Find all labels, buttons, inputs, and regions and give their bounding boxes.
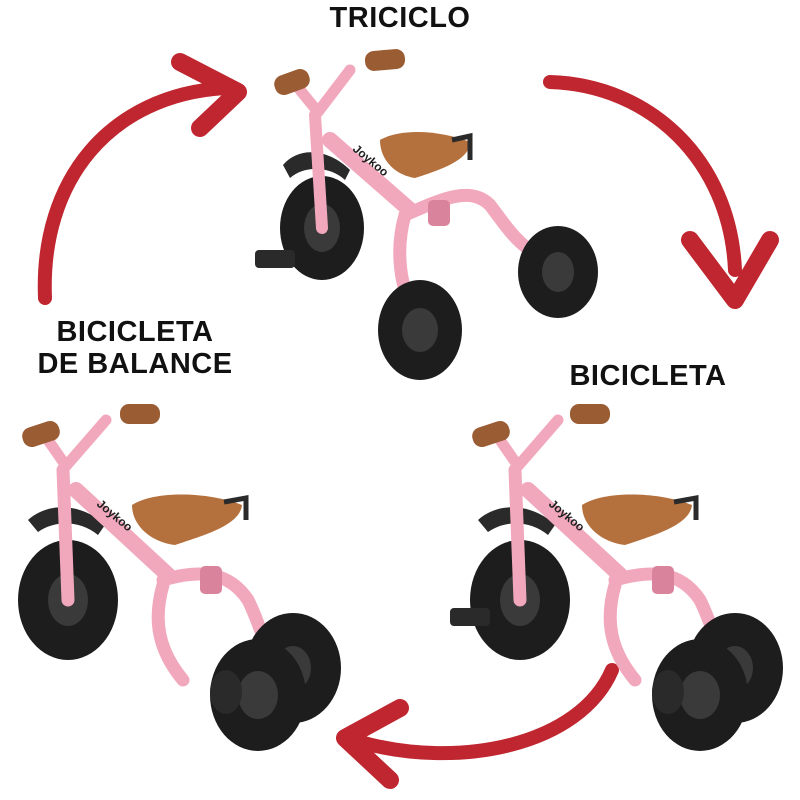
balance-bike-label-line1: BICICLETA <box>56 316 214 348</box>
arrow-bottom-icon <box>336 663 619 789</box>
bicycle-image: Joykoo <box>450 404 783 751</box>
arrow-top-right-icon <box>543 75 779 309</box>
bicycle-label: BICICLETA <box>569 360 727 392</box>
arrow-left-icon <box>37 53 247 305</box>
balance-bike-label: BICICLETA DE BALANCE <box>10 316 260 381</box>
tricycle-label: TRICICLO <box>329 2 471 34</box>
balance-bike-image: Joykoo <box>18 404 341 751</box>
tricycle-image: Joykoo <box>255 49 598 380</box>
balance-bike-label-line2: DE BALANCE <box>37 348 233 381</box>
